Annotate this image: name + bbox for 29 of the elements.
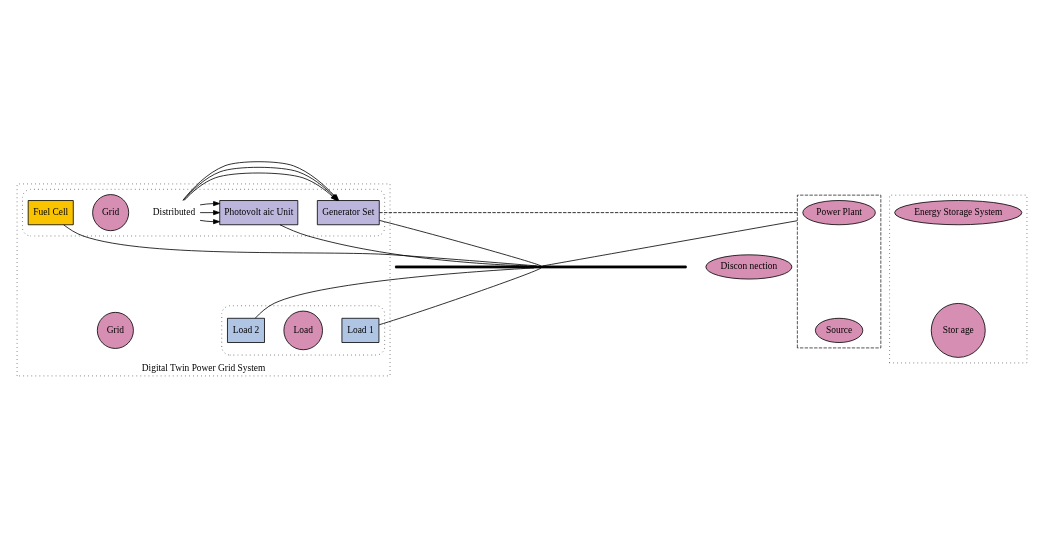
arrow — [199, 210, 220, 216]
node-ellipse: Energy Storage System — [894, 200, 1023, 226]
node-circle: Grid — [92, 194, 130, 232]
node-circle: Stor age — [930, 303, 986, 358]
cluster — [221, 305, 385, 356]
node-box: Load 2 — [227, 317, 265, 343]
connector — [254, 267, 535, 319]
node-box: Photovolt aic Unit — [219, 200, 299, 226]
node-ellipse: Power Plant — [802, 200, 876, 226]
node-circle: Load — [283, 310, 323, 351]
arrow — [199, 201, 220, 207]
node-box: Load 1 — [341, 317, 380, 343]
cluster — [22, 188, 385, 237]
node-text: Distributed — [152, 207, 196, 218]
node-circle: Grid — [96, 311, 134, 349]
connector — [63, 224, 538, 267]
connector — [542, 220, 798, 267]
connector — [379, 220, 542, 267]
node-ellipse: Source — [815, 317, 864, 343]
connector — [279, 224, 528, 267]
connector — [378, 267, 542, 326]
node-bar — [395, 265, 687, 269]
arrow — [199, 219, 220, 225]
cluster — [797, 194, 882, 349]
node-box: Generator Set — [316, 200, 380, 226]
node-box: Fuel Cell — [27, 200, 74, 226]
connector — [379, 212, 798, 214]
cluster — [889, 194, 1028, 364]
node-ellipse: Discon nection — [705, 254, 793, 280]
